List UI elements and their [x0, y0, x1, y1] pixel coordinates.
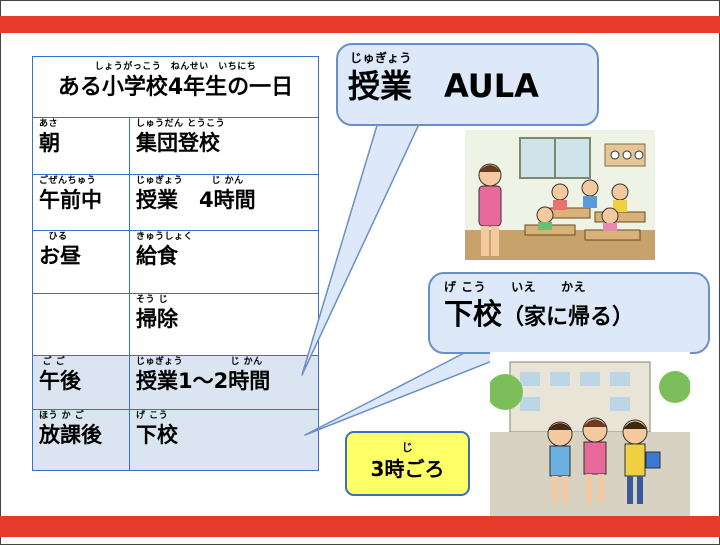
schedule-row: ご ご午後 じゅぎょう じ かん授業1〜2時間 [32, 355, 319, 410]
activity-label: 給食 [136, 244, 178, 268]
time-ruby: あさ [39, 119, 59, 129]
activity-label: 掃除 [136, 307, 178, 331]
schedule-table: しょうがっこう ねんせい いちにち ある小学校4年生の一日 あさ朝 しゅうだん … [32, 56, 319, 471]
schedule-row: ごぜんちゅう午前中 じゅぎょう じ かん授業 4時間 [32, 174, 319, 231]
activity-cell: きゅうしょく給食 [129, 230, 319, 294]
home-bubble-paren: （家に帰る） [502, 305, 635, 330]
time-badge-text: 3時ごろ [370, 457, 445, 481]
time-label: 午後 [39, 369, 81, 393]
time-label: 午前中 [39, 188, 102, 212]
schedule-title-cell: しょうがっこう ねんせい いちにち ある小学校4年生の一日 [32, 56, 319, 118]
time-label: 朝 [39, 131, 60, 155]
bottom-red-bar [0, 516, 720, 537]
home-bubble-main: 下校 [444, 297, 503, 331]
schedule-row: そう じ掃除 [32, 293, 319, 356]
top-red-bar [0, 16, 720, 33]
class-bubble-text: 授業 AULA [348, 67, 539, 105]
time-ruby: ほう か ご [39, 411, 85, 421]
home-bubble-ruby: げ こう いえ かえ [444, 280, 587, 294]
activity-ruby: しゅうだん とうこう [136, 119, 226, 129]
going-home-speech-bubble: げ こう いえ かえ 下校（家に帰る） [428, 272, 710, 354]
activity-label: 授業 4時間 [136, 188, 256, 212]
activity-cell: しゅうだん とうこう集団登校 [129, 117, 319, 175]
time-cell: ほう か ご放課後 [32, 409, 130, 471]
time-ruby: ひる [39, 232, 68, 242]
schedule-row: ほう か ご放課後 げ こう下校 [32, 409, 319, 471]
activity-ruby: きゅうしょく [136, 232, 194, 242]
time-cell: ごぜんちゅう午前中 [32, 174, 130, 231]
schedule-title-ruby: しょうがっこう ねんせい いちにち [94, 62, 257, 72]
activity-ruby: じゅぎょう じ かん [136, 357, 263, 367]
time-label: お昼 [39, 244, 81, 268]
activity-ruby: げ こう [136, 411, 169, 421]
time-cell [32, 293, 130, 356]
time-badge: じ 3時ごろ [345, 431, 470, 496]
time-cell: ご ご午後 [32, 355, 130, 410]
class-bubble-ruby: じゅぎょう [350, 51, 412, 65]
activity-cell: げ こう下校 [129, 409, 319, 471]
schedule-row: ひるお昼 きゅうしょく給食 [32, 230, 319, 294]
activity-label: 集団登校 [136, 131, 220, 155]
activity-cell: じゅぎょう じ かん授業1〜2時間 [129, 355, 319, 410]
activity-cell: そう じ掃除 [129, 293, 319, 356]
time-badge-ruby: じ [401, 441, 414, 454]
time-ruby: ごぜんちゅう [39, 176, 97, 186]
children-walking-home-illustration [490, 352, 690, 516]
time-ruby: ご ご [39, 357, 66, 367]
home-bubble-text: 下校（家に帰る） [444, 296, 708, 336]
time-label: 放課後 [39, 423, 102, 447]
classroom-illustration [465, 130, 655, 260]
class-speech-bubble: じゅぎょう 授業 AULA [336, 43, 599, 126]
activity-ruby: そう じ [136, 295, 169, 305]
activity-label: 授業1〜2時間 [136, 369, 271, 393]
activity-label: 下校 [136, 423, 178, 447]
activity-cell: じゅぎょう じ かん授業 4時間 [129, 174, 319, 231]
activity-ruby: じゅぎょう じ かん [136, 176, 244, 186]
schedule-title: ある小学校4年生の一日 [57, 75, 294, 100]
